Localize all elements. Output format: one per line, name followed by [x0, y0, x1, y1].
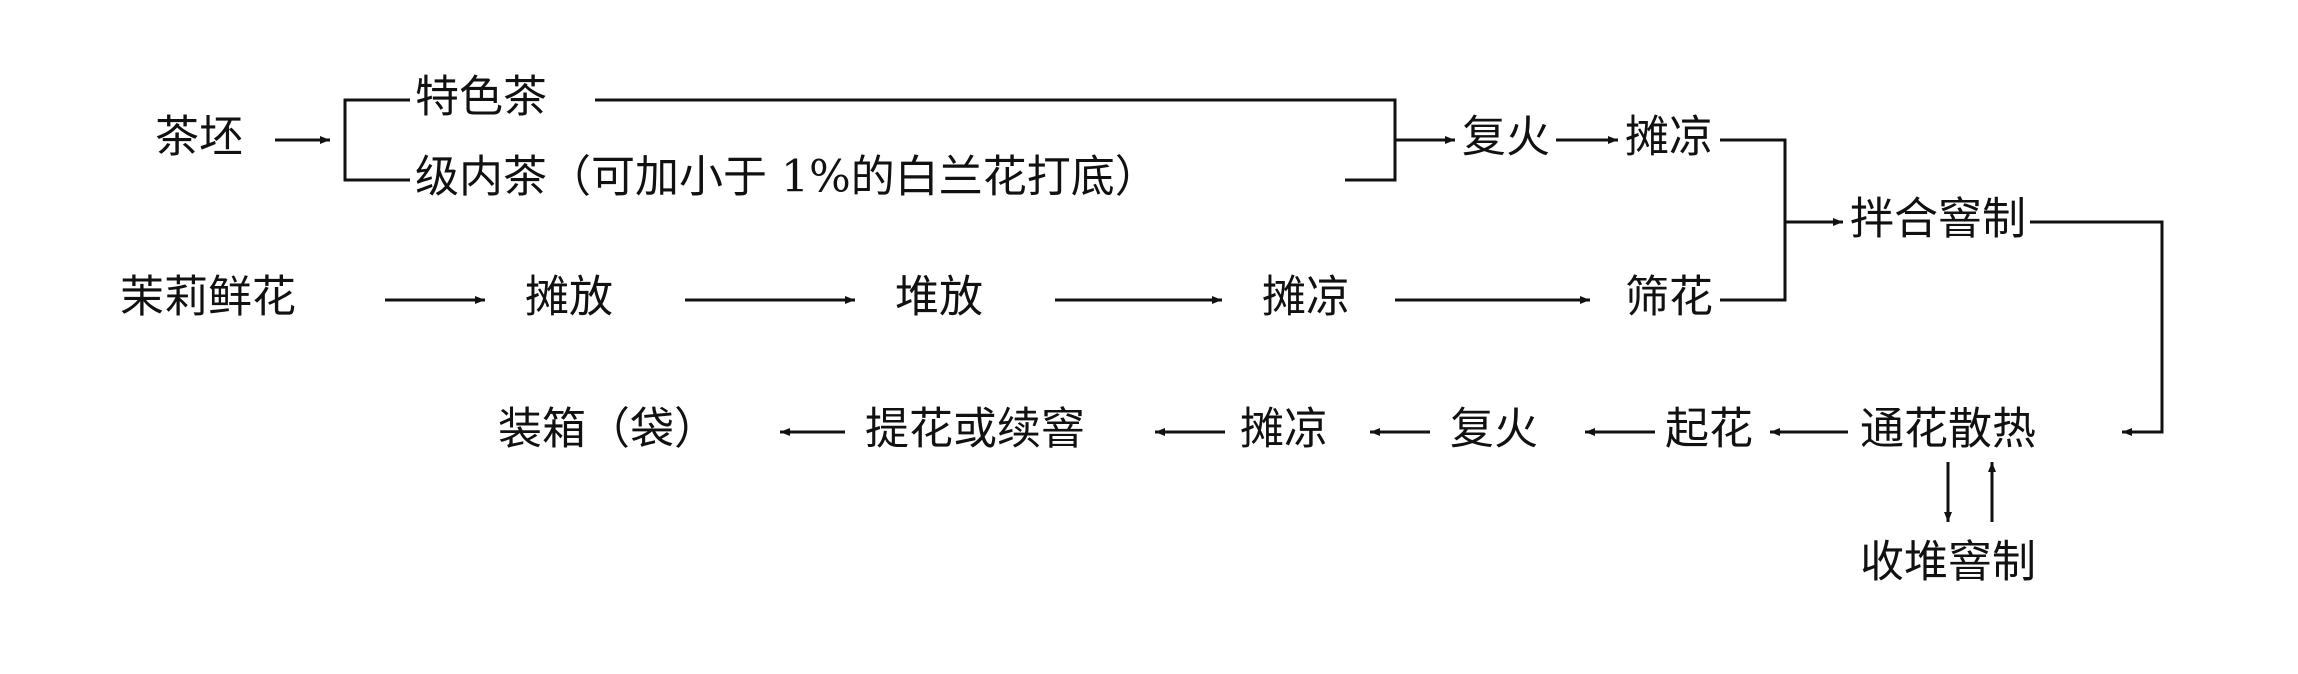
node-tea-base: 茶坯 [155, 112, 243, 163]
node-spread: 摊放 [525, 272, 613, 323]
node-cool-3: 摊凉 [1240, 404, 1328, 455]
node-packing: 装箱（袋） [498, 404, 718, 455]
node-jasmine-flowers: 茉莉鲜花 [120, 272, 296, 323]
merge-bracket [1720, 138, 1787, 302]
node-continue-scenting: 提花或续窨 [865, 404, 1085, 455]
node-ventilate-cool: 通花散热 [1860, 404, 2036, 455]
node-refire-2: 复火 [1450, 404, 1538, 455]
node-graded-tea: 级内茶（可加小于 1%的白兰花打底） [415, 152, 1159, 203]
node-refire-1: 复火 [1462, 112, 1550, 163]
node-recollect-scent: 收堆窨制 [1860, 537, 2036, 588]
node-cool-1: 摊凉 [1625, 112, 1713, 163]
node-specialty-tea: 特色茶 [415, 72, 547, 123]
arrow-mix-to-ventilate [2030, 220, 2164, 436]
node-sieve-flowers: 筛花 [1625, 272, 1713, 323]
node-mix-scent: 拌合窨制 [1850, 194, 2026, 245]
node-remove-flowers: 起花 [1665, 404, 1753, 455]
node-pile: 堆放 [895, 272, 983, 323]
split-bracket [343, 98, 410, 182]
node-cool-2: 摊凉 [1262, 272, 1350, 323]
